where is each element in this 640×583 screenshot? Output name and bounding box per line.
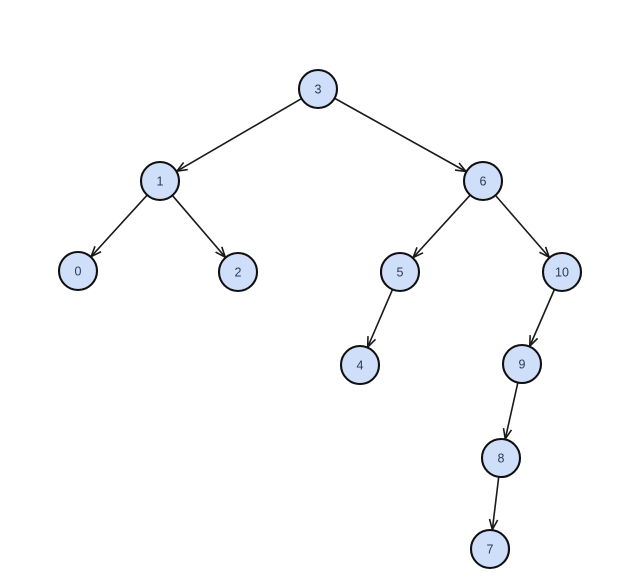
- node-label: 5: [397, 266, 404, 280]
- edge-1-to-2: [172, 195, 227, 259]
- edge-5-to-4: [366, 289, 394, 350]
- node-label: 1: [157, 175, 164, 189]
- tree-node-4[interactable]: 4: [339, 344, 381, 386]
- node-circle[interactable]: [480, 437, 522, 479]
- tree-node-10[interactable]: 10: [541, 251, 583, 293]
- node-circle[interactable]: [379, 251, 421, 293]
- tree-node-3[interactable]: 3: [297, 68, 339, 110]
- node-circle[interactable]: [217, 251, 259, 293]
- node-circle[interactable]: [57, 250, 99, 292]
- node-circle[interactable]: [501, 343, 543, 385]
- edge-3-to-6: [334, 97, 468, 173]
- tree-node-8[interactable]: 8: [480, 437, 522, 479]
- tree-node-5[interactable]: 5: [379, 251, 421, 293]
- node-label: 3: [315, 83, 322, 97]
- node-circle[interactable]: [541, 251, 583, 293]
- tree-node-2[interactable]: 2: [217, 251, 259, 293]
- node-circle[interactable]: [469, 528, 511, 570]
- tree-node-6[interactable]: 6: [462, 160, 504, 202]
- node-label: 2: [235, 266, 242, 280]
- node-label: 4: [357, 359, 364, 373]
- node-circle[interactable]: [339, 344, 381, 386]
- node-label: 0: [75, 265, 82, 279]
- tree-node-1[interactable]: 1: [139, 160, 181, 202]
- node-label: 9: [519, 358, 526, 372]
- node-label: 7: [487, 543, 494, 557]
- edge-3-to-1: [174, 98, 302, 173]
- node-circle[interactable]: [462, 160, 504, 202]
- edge-8-to-7: [488, 477, 500, 532]
- nodes-layer: 3 1 6 0 2 5 10 4 9 8 7: [57, 68, 583, 570]
- node-circle[interactable]: [139, 160, 181, 202]
- edge-6-to-5: [411, 194, 471, 260]
- node-label: 6: [480, 175, 487, 189]
- tree-node-7[interactable]: 7: [469, 528, 511, 570]
- node-label: 10: [555, 266, 569, 280]
- edge-1-to-0: [89, 194, 148, 259]
- tree-node-0[interactable]: 0: [57, 250, 99, 292]
- arrow-head-icon: [174, 162, 188, 173]
- node-label: 8: [498, 452, 505, 466]
- edge-9-to-8: [502, 382, 519, 442]
- tree-node-9[interactable]: 9: [501, 343, 543, 385]
- edge-6-to-10: [495, 195, 551, 259]
- node-circle[interactable]: [297, 68, 339, 110]
- edge-10-to-9: [528, 289, 555, 349]
